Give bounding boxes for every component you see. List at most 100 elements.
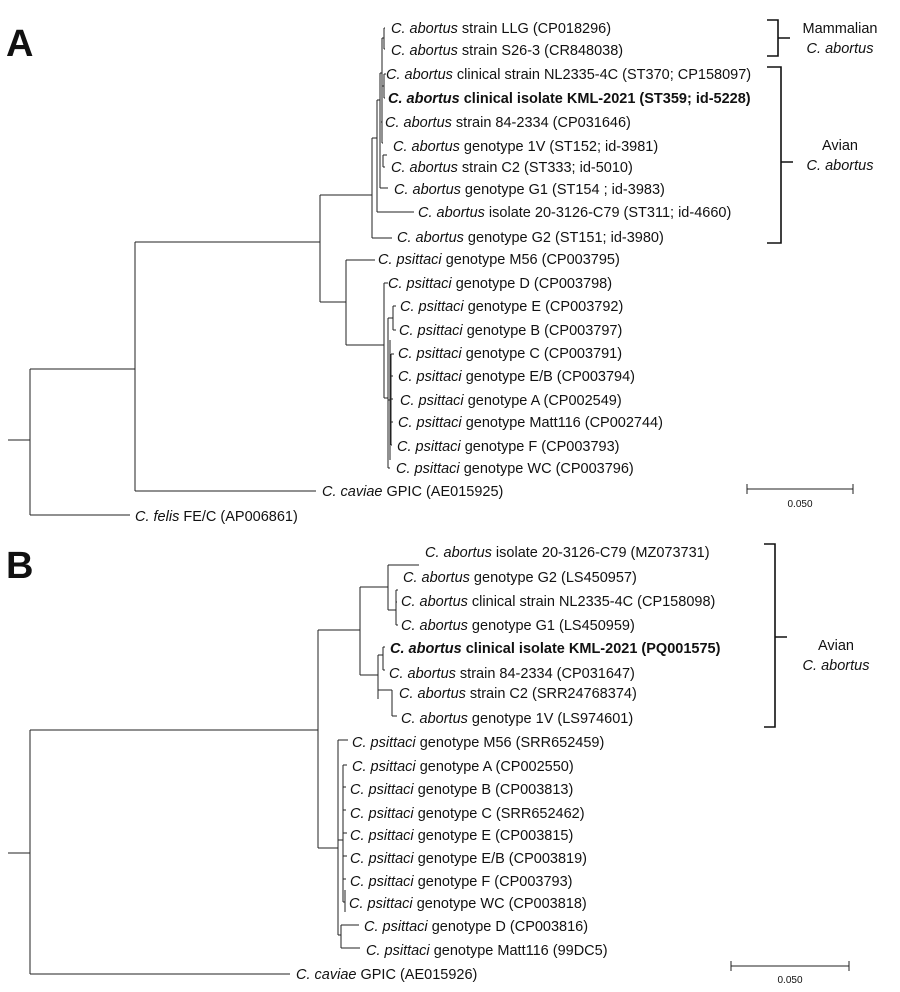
leaf-species: C. abortus — [393, 139, 460, 155]
leaf-label: C. psittaci genotype B (CP003813) — [350, 782, 573, 798]
leaf-label: C. psittaci genotype F (CP003793) — [350, 874, 572, 890]
leaf-detail: genotype E (CP003792) — [464, 299, 624, 315]
leaf-detail: genotype D (CP003798) — [452, 276, 612, 292]
leaf-species: C. abortus — [418, 205, 485, 221]
leaf-label: C. abortus genotype G1 (ST154 ; id-3983) — [394, 182, 665, 198]
leaf-detail: genotype G1 (LS450959) — [468, 618, 635, 634]
leaf-detail: genotype 1V (ST152; id-3981) — [460, 139, 658, 155]
leaf-species: C. psittaci — [350, 874, 414, 890]
leaf-detail: genotype F (CP003793) — [414, 874, 573, 890]
leaf-species: C. psittaci — [349, 896, 413, 912]
leaf-label: C. psittaci genotype D (CP003816) — [364, 919, 588, 935]
leaf-detail: genotype M56 (SRR652459) — [416, 735, 605, 751]
leaf-label: C. felis FE/C (AP006861) — [135, 509, 298, 525]
leaf-species: C. abortus — [388, 91, 460, 107]
group-label-avian-species: C. abortus — [807, 158, 874, 174]
panel-a: A — [6, 19, 877, 525]
leaf-species: C. abortus — [425, 545, 492, 561]
leaf-label: C. psittaci genotype B (CP003797) — [399, 323, 622, 339]
leaf-label: C. psittaci genotype WC (CP003796) — [396, 461, 634, 477]
leaf-species: C. abortus — [399, 686, 466, 702]
group-label-avian-b-species: C. abortus — [803, 658, 870, 674]
panel-b-letter: B — [6, 545, 33, 587]
leaf-species: C. psittaci — [399, 323, 463, 339]
leaf-species: C. abortus — [401, 711, 468, 727]
leaf-detail: genotype C (SRR652462) — [414, 806, 585, 822]
leaf-label: C. caviae GPIC (AE015926) — [296, 967, 477, 983]
leaf-detail: strain LLG (CP018296) — [458, 21, 611, 37]
leaf-detail: strain C2 (ST333; id-5010) — [458, 160, 633, 176]
leaf-label: C. abortus isolate 20-3126-C79 (ST311; i… — [418, 205, 731, 221]
leaf-species: C. caviae — [322, 484, 382, 500]
leaf-label: C. psittaci genotype E/B (CP003794) — [398, 369, 635, 385]
leaf-species: C. abortus — [389, 666, 456, 682]
leaf-label: C. caviae GPIC (AE015925) — [322, 484, 503, 500]
leaf-label: C. psittaci genotype C (CP003791) — [398, 346, 622, 362]
leaf-label: C. abortus strain C2 (ST333; id-5010) — [391, 160, 633, 176]
leaf-detail: strain S26-3 (CR848038) — [458, 43, 623, 59]
leaf-species: C. psittaci — [350, 828, 414, 844]
leaf-label: C. psittaci genotype M56 (CP003795) — [378, 252, 620, 268]
leaf-label: C. psittaci genotype D (CP003798) — [388, 276, 612, 292]
leaf-species: C. psittaci — [398, 369, 462, 385]
panel-a-scale-bar: 0.050 — [746, 484, 854, 510]
leaf-label: C. psittaci genotype A (CP002549) — [400, 393, 622, 409]
leaf-detail: isolate 20-3126-C79 (ST311; id-4660) — [485, 205, 731, 221]
leaf-detail: genotype F (CP003793) — [461, 439, 620, 455]
leaf-label: C. abortus genotype G2 (ST151; id-3980) — [397, 230, 664, 246]
leaf-detail: genotype E (CP003815) — [414, 828, 574, 844]
leaf-species: C. abortus — [386, 67, 453, 83]
leaf-species: C. abortus — [391, 160, 458, 176]
leaf-detail: genotype G1 (ST154 ; id-3983) — [461, 182, 665, 198]
panel-b-leaf-labels: C. abortus isolate 20-3126-C79 (MZ073731… — [296, 545, 721, 983]
leaf-detail: genotype Matt116 (99DC5) — [430, 943, 608, 959]
panel-a-bracket-mammalian — [767, 19, 790, 57]
leaf-detail: GPIC (AE015926) — [356, 967, 477, 983]
leaf-species: C. psittaci — [378, 252, 442, 268]
leaf-label: C. psittaci genotype Matt116 (99DC5) — [366, 943, 608, 959]
panel-a-bracket-avian — [767, 66, 793, 244]
leaf-label: C. psittaci genotype A (CP002550) — [352, 759, 574, 775]
leaf-detail: genotype B (CP003797) — [463, 323, 623, 339]
leaf-label: C. abortus clinical isolate KML-2021 (ST… — [388, 91, 751, 107]
leaf-species: C. felis — [135, 509, 179, 525]
leaf-label: C. abortus strain S26-3 (CR848038) — [391, 43, 623, 59]
panel-a-letter: A — [6, 23, 33, 65]
leaf-species: C. psittaci — [396, 461, 460, 477]
leaf-label: C. abortus isolate 20-3126-C79 (MZ073731… — [425, 545, 710, 561]
leaf-species: C. caviae — [296, 967, 356, 983]
leaf-label: C. abortus strain 84-2334 (CP031647) — [389, 666, 635, 682]
leaf-label: C. psittaci genotype Matt116 (CP002744) — [398, 415, 663, 431]
leaf-species: C. psittaci — [366, 943, 430, 959]
leaf-detail: genotype E/B (CP003819) — [414, 851, 587, 867]
leaf-species: C. abortus — [385, 115, 452, 131]
leaf-species: C. psittaci — [400, 393, 464, 409]
leaf-species: C. abortus — [397, 230, 464, 246]
leaf-species: C. abortus — [391, 43, 458, 59]
leaf-detail: genotype G2 (ST151; id-3980) — [464, 230, 664, 246]
leaf-detail: genotype E/B (CP003794) — [462, 369, 635, 385]
leaf-label: C. abortus clinical strain NL2335-4C (CP… — [401, 594, 715, 610]
leaf-species: C. psittaci — [350, 851, 414, 867]
leaf-detail: genotype G2 (LS450957) — [470, 570, 637, 586]
leaf-label: C. abortus genotype 1V (LS974601) — [401, 711, 633, 727]
leaf-species: C. psittaci — [388, 276, 452, 292]
leaf-label: C. psittaci genotype E (CP003815) — [350, 828, 573, 844]
group-label-avian: Avian — [822, 138, 858, 154]
leaf-species: C. psittaci — [398, 346, 462, 362]
leaf-label: C. psittaci genotype E/B (CP003819) — [350, 851, 587, 867]
leaf-detail: strain 84-2334 (CP031646) — [452, 115, 631, 131]
leaf-detail: genotype WC (CP003796) — [460, 461, 634, 477]
leaf-detail: clinical isolate KML-2021 (PQ001575) — [462, 641, 721, 657]
leaf-species: C. psittaci — [397, 439, 461, 455]
leaf-detail: FE/C (AP006861) — [179, 509, 297, 525]
leaf-species: C. abortus — [391, 21, 458, 37]
leaf-detail: genotype M56 (CP003795) — [442, 252, 620, 268]
leaf-detail: genotype B (CP003813) — [414, 782, 574, 798]
panel-a-leaf-labels: C. abortus strain LLG (CP018296)C. abort… — [135, 21, 751, 525]
leaf-species: C. psittaci — [350, 782, 414, 798]
leaf-species: C. abortus — [401, 594, 468, 610]
leaf-detail: clinical strain NL2335-4C (CP158098) — [468, 594, 715, 610]
panel-b-scale-bar: 0.050 — [730, 961, 850, 986]
leaf-species: C. psittaci — [398, 415, 462, 431]
